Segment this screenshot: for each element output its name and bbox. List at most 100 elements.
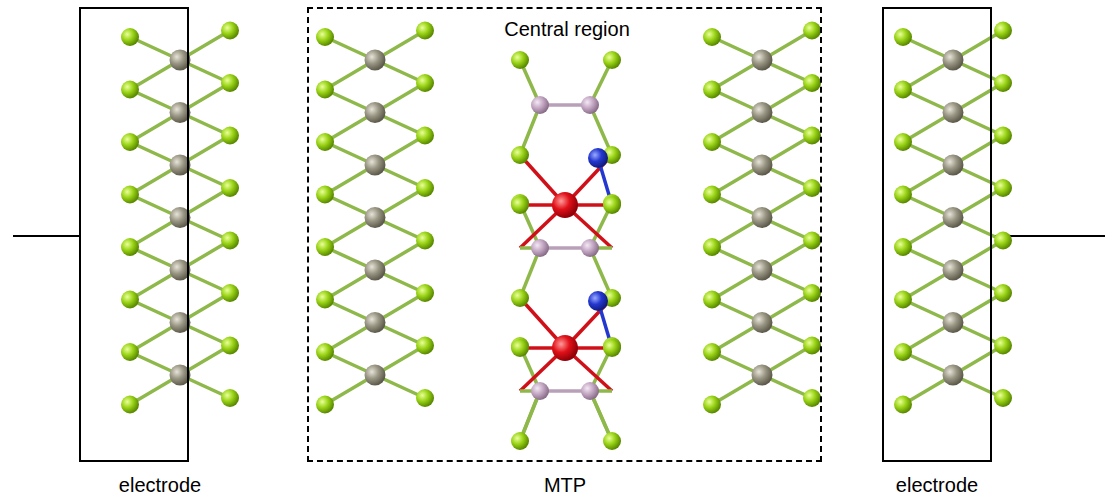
- atom: [588, 148, 608, 168]
- atom: [703, 81, 721, 99]
- atom: [943, 207, 964, 228]
- atom: [703, 396, 721, 414]
- atom: [752, 365, 773, 386]
- atom: [221, 22, 239, 40]
- atom: [894, 238, 912, 256]
- atom: [416, 337, 434, 355]
- atom: [221, 74, 239, 92]
- atom: [221, 284, 239, 302]
- atom: [416, 74, 434, 92]
- atom: [365, 207, 386, 228]
- atom: [894, 81, 912, 99]
- atom: [894, 396, 912, 414]
- atom: [121, 28, 139, 46]
- electrode-box: electrode: [79, 7, 189, 462]
- atom: [752, 50, 773, 71]
- atom: [994, 74, 1012, 92]
- atom: [752, 207, 773, 228]
- atom: [803, 337, 821, 355]
- atom: [752, 260, 773, 281]
- atom: [221, 232, 239, 250]
- atom: [894, 186, 912, 204]
- central-region-box: Central region: [307, 7, 822, 462]
- atom: [316, 186, 334, 204]
- atom: [511, 146, 529, 164]
- atom: [581, 382, 599, 400]
- atom: [803, 389, 821, 407]
- atom: [994, 179, 1012, 197]
- atom: [588, 291, 608, 311]
- atom: [121, 133, 139, 151]
- atom: [121, 343, 139, 361]
- atom: [581, 239, 599, 257]
- atom: [221, 337, 239, 355]
- atom: [894, 28, 912, 46]
- atom: [531, 96, 549, 114]
- atom: [511, 196, 529, 214]
- atom: [994, 284, 1012, 302]
- atom: [552, 335, 578, 361]
- atom: [416, 232, 434, 250]
- atom: [121, 238, 139, 256]
- atom: [511, 51, 529, 69]
- atom: [703, 133, 721, 151]
- atom: [994, 389, 1012, 407]
- atom: [994, 22, 1012, 40]
- atom: [603, 51, 621, 69]
- atom: [316, 291, 334, 309]
- electrode-label: electrode: [115, 473, 205, 497]
- atom: [531, 382, 549, 400]
- atom: [943, 102, 964, 123]
- electrode-label: electrode: [892, 473, 982, 497]
- atom: [994, 127, 1012, 145]
- atom: [531, 239, 549, 257]
- atom: [803, 179, 821, 197]
- atom: [803, 22, 821, 40]
- lead-wire: [13, 235, 79, 237]
- atom: [994, 232, 1012, 250]
- atom: [943, 365, 964, 386]
- atom: [511, 289, 529, 307]
- atom: [703, 343, 721, 361]
- electrode-box: electrode: [882, 7, 992, 462]
- atom: [121, 186, 139, 204]
- atom: [603, 432, 621, 450]
- atom: [803, 127, 821, 145]
- atom: [703, 291, 721, 309]
- atom: [416, 127, 434, 145]
- atom: [943, 260, 964, 281]
- atom: [121, 81, 139, 99]
- atom: [703, 28, 721, 46]
- atom: [365, 50, 386, 71]
- atom: [416, 22, 434, 40]
- atom: [221, 179, 239, 197]
- atom: [603, 339, 621, 357]
- atom: [121, 291, 139, 309]
- atom: [511, 432, 529, 450]
- atom: [221, 389, 239, 407]
- atom: [894, 133, 912, 151]
- atom: [416, 179, 434, 197]
- atom: [316, 133, 334, 151]
- atom: [316, 343, 334, 361]
- atom: [703, 186, 721, 204]
- atom: [752, 155, 773, 176]
- atom: [943, 155, 964, 176]
- atom: [803, 284, 821, 302]
- atom: [803, 232, 821, 250]
- atom: [803, 74, 821, 92]
- region-title: Central region: [500, 17, 634, 41]
- atom: [365, 260, 386, 281]
- atom: [943, 312, 964, 333]
- atom: [365, 155, 386, 176]
- atom: [581, 96, 599, 114]
- atom: [365, 365, 386, 386]
- atom: [603, 196, 621, 214]
- atom: [894, 343, 912, 361]
- layer-label: MTP: [544, 473, 586, 497]
- atom: [316, 81, 334, 99]
- atom: [552, 192, 578, 218]
- atom: [752, 102, 773, 123]
- atom: [316, 28, 334, 46]
- atom: [511, 339, 529, 357]
